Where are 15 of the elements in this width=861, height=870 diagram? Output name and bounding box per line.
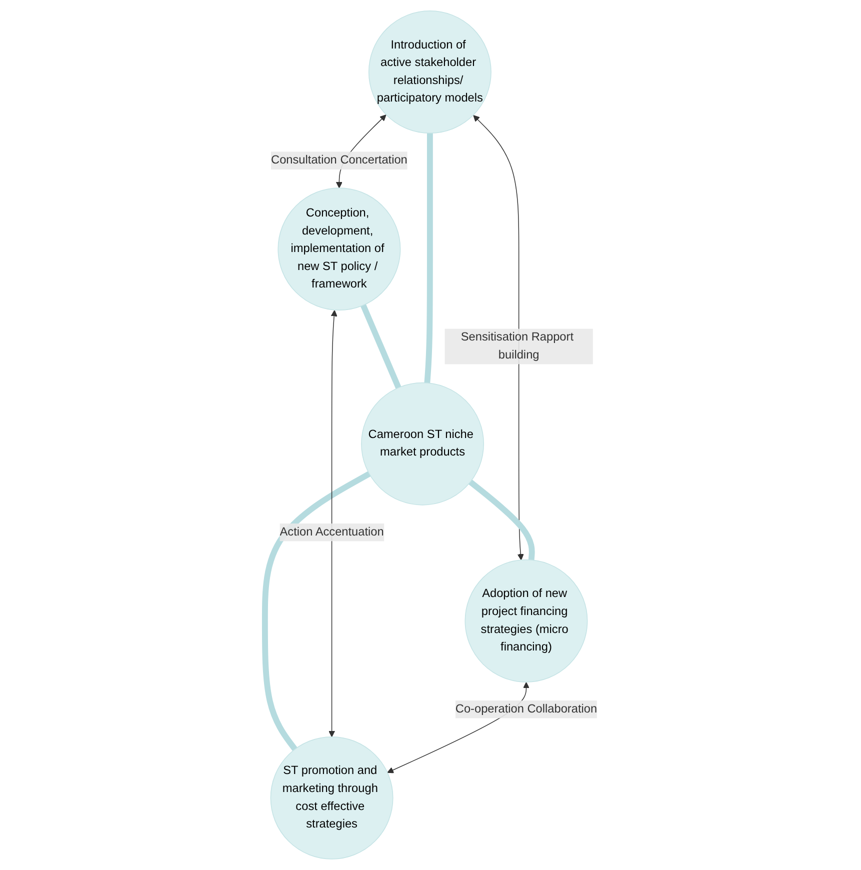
connector [360,304,401,389]
edge-label: Consultation Concertation [270,154,407,166]
node-circle: Cameroon ST niche market products [360,382,484,506]
arrow [328,310,337,738]
edge-label: Co-operation Collaboration [454,702,597,716]
connector [261,471,370,751]
node-circle: Introduction of active stakeholder relationships/ participatory models [368,10,491,134]
edge-label: Action Accentuation [279,526,384,538]
node-circle: Conception, development, implementation of new ST policy / framework [277,188,400,311]
connector [468,480,534,560]
node-circle: ST promotion and marketing through cost effective strategies [270,736,393,860]
node-circle: Adoption of new project financing strategies (micro financing) [464,559,588,682]
edge-label: Sensitisation Rapport building [460,330,574,362]
connector [424,133,432,384]
arrow [472,115,524,560]
